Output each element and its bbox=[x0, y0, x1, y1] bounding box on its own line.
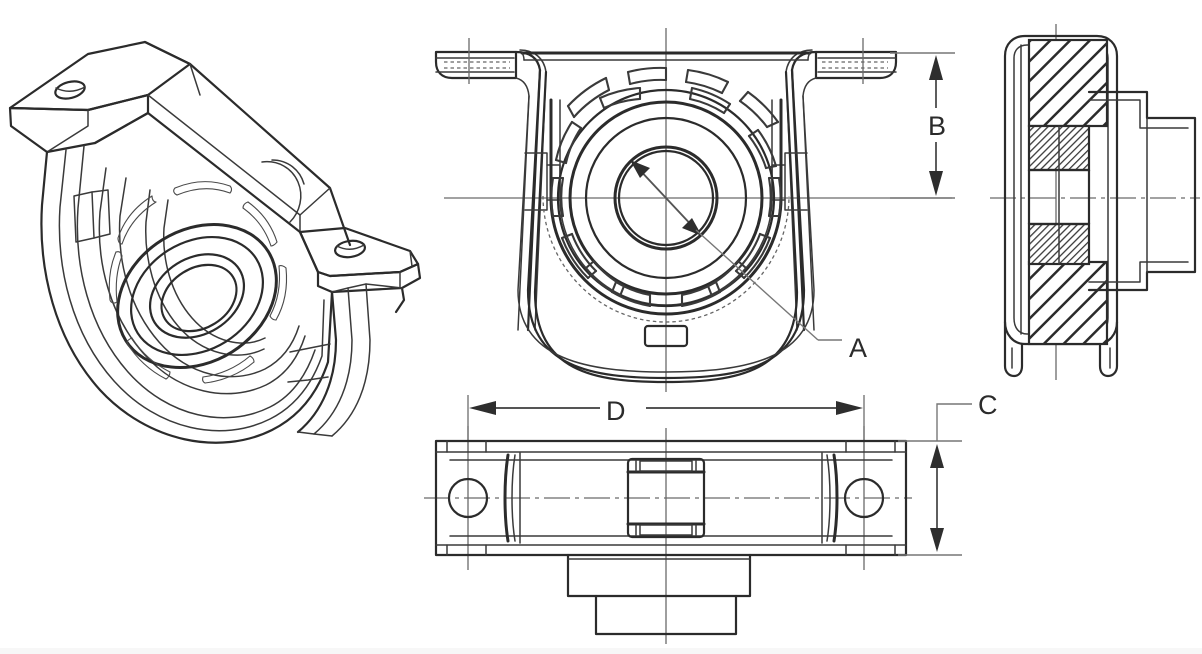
dimension-a-label: A bbox=[849, 333, 867, 363]
iso-rib-slots bbox=[108, 181, 288, 384]
dimension-a-leader bbox=[695, 229, 819, 341]
section-lower-lip bbox=[1003, 320, 1119, 378]
iso-side-tab bbox=[73, 189, 111, 243]
sheet-bottom-strip bbox=[0, 648, 1202, 654]
bearing-mid-circle bbox=[584, 116, 748, 280]
dimension-a: A bbox=[630, 160, 867, 363]
dimension-d-arrow-left bbox=[469, 401, 496, 415]
bearing-outer-circle bbox=[556, 88, 776, 308]
bottom-right-bolt-hole bbox=[843, 477, 885, 519]
section-shaft-boss bbox=[1087, 90, 1197, 292]
iso-lower-mounting-ear bbox=[298, 226, 422, 294]
dimension-d-label: D bbox=[606, 396, 626, 426]
section-bearing-bottom bbox=[1027, 222, 1091, 266]
iso-bracket-shell bbox=[40, 145, 334, 444]
dimension-b-label: B bbox=[928, 111, 946, 141]
iso-hub-end bbox=[261, 159, 305, 223]
dimension-a-arrow-start bbox=[630, 160, 650, 178]
view-section bbox=[990, 24, 1200, 380]
section-rubber-top bbox=[1027, 38, 1109, 128]
bearing-bore-circle bbox=[613, 145, 719, 251]
view-isometric bbox=[8, 40, 422, 444]
section-bore bbox=[1027, 168, 1091, 226]
front-bottom-tab bbox=[643, 324, 689, 348]
bearing-bore-inner bbox=[617, 149, 715, 247]
bottom-center-boss bbox=[626, 457, 706, 539]
front-bearing-circles bbox=[556, 88, 776, 308]
view-front: A B bbox=[434, 28, 955, 392]
iso-rear-web bbox=[287, 283, 406, 437]
bottom-bracket-body bbox=[434, 439, 908, 557]
bearing-race-circle bbox=[568, 100, 764, 296]
front-arc-rib-slots bbox=[550, 66, 782, 308]
front-top-crossbar bbox=[520, 51, 812, 61]
section-rubber-bottom bbox=[1027, 260, 1109, 346]
dimension-c-label: C bbox=[978, 390, 998, 420]
dimension-c-leader bbox=[936, 403, 972, 441]
dimension-c: C bbox=[898, 390, 998, 556]
dimension-d-arrow-right bbox=[836, 401, 863, 415]
dimension-d: D bbox=[467, 390, 865, 452]
bottom-bend-lines bbox=[503, 452, 839, 544]
bottom-hub-projection bbox=[566, 553, 752, 636]
view-bottom: D bbox=[424, 390, 998, 644]
dimension-a-line bbox=[635, 165, 697, 231]
dimension-b-arrow-top bbox=[929, 55, 943, 80]
bottom-left-bolt-hole bbox=[447, 477, 489, 519]
front-outer-shell bbox=[517, 68, 815, 384]
iso-bearing-hub bbox=[116, 222, 278, 370]
section-bearing-top bbox=[1027, 124, 1091, 172]
dimension-b-arrow-bottom bbox=[929, 171, 943, 196]
dimension-c-arrow-bottom bbox=[930, 528, 944, 552]
dimension-c-arrow-top bbox=[930, 444, 944, 468]
dimension-b: B bbox=[890, 52, 955, 199]
